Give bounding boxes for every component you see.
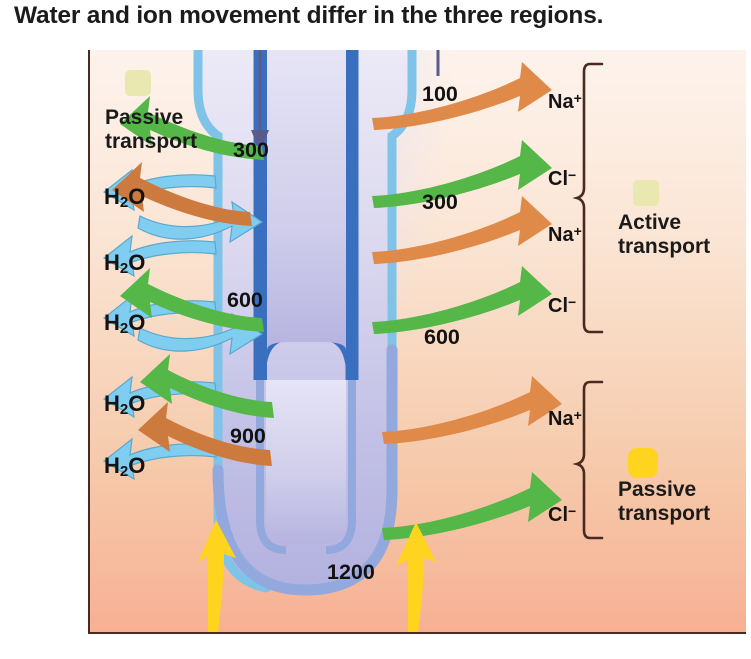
active-transport-chip — [633, 180, 659, 206]
asc-right-edge — [346, 50, 352, 380]
legend-passive-left-line2: transport — [105, 129, 198, 153]
water-arrow-icon — [102, 234, 217, 278]
osmolarity-ascending-300: 300 — [422, 190, 458, 214]
passive-transport-chip-right — [628, 448, 658, 478]
chloride-arrow-icon — [372, 266, 552, 334]
ion-label-sodium: Na+ — [548, 407, 582, 430]
brace-icon — [572, 62, 604, 334]
legend-passive-right-line2: transport — [618, 501, 711, 525]
up-arrow-icon — [436, 50, 440, 76]
brace-group — [572, 62, 604, 540]
osmolarity-ascending-600: 600 — [424, 325, 460, 349]
osmolarity-loop-bottom-1200: 1200 — [327, 560, 375, 584]
ion-label-chloride: Cl− — [548, 167, 577, 190]
chloride-arrow-icon — [382, 472, 562, 540]
sodium-arrow-icon — [382, 376, 562, 444]
urea-arrow-icon — [198, 520, 236, 632]
ascending-lumen — [267, 50, 346, 350]
diagram-frame: Passive transport Active transport Passi… — [88, 50, 746, 634]
chloride-arrow-icon — [120, 268, 264, 332]
thin-ascending-inner-left — [256, 380, 287, 554]
legend-passive-left: Passive transport — [105, 106, 197, 153]
ion-label-chloride: Cl− — [548, 294, 577, 317]
water-label: H2O — [104, 250, 146, 277]
urea-arrow-group — [198, 520, 436, 632]
water-label: H2O — [104, 391, 146, 418]
osmolarity-ascending-100: 100 — [422, 82, 458, 106]
down-arrow-icon — [251, 50, 269, 152]
legend-passive-left-line1: Passive — [105, 106, 184, 129]
ion-label-chloride: Cl− — [548, 503, 577, 526]
ion-label-sodium: Na+ — [548, 90, 582, 113]
water-label: H2O — [104, 453, 146, 480]
osmolarity-descending-300: 300 — [233, 138, 269, 162]
chloride-arrow-icon — [140, 354, 274, 418]
chloride-arrow-icon — [372, 140, 552, 208]
thin-ascending-inner-right — [325, 380, 356, 554]
page-title: Water and ion movement differ in the thr… — [14, 2, 604, 29]
legend-active-right: Active transport — [618, 211, 710, 258]
sodium-arrow-icon — [372, 196, 552, 264]
thin-ascending-lumen — [266, 380, 346, 544]
urea-arrow-icon — [396, 522, 436, 632]
legend-active-line1: Active — [618, 211, 682, 234]
legend-passive-right: Passive transport — [618, 478, 710, 525]
legend-passive-right-line1: Passive — [618, 478, 697, 501]
sodium-arrow-icon — [138, 402, 272, 466]
flow-arrows — [251, 50, 440, 152]
brace-icon — [572, 380, 604, 540]
chloride-arrow-icon — [120, 96, 264, 160]
sodium-arrow-icon — [372, 62, 552, 130]
ion-label-sodium: Na+ — [548, 223, 582, 246]
osmolarity-descending-900: 900 — [230, 424, 266, 448]
water-arrow-icon — [102, 437, 217, 481]
water-label: H2O — [104, 184, 146, 211]
water-label: H2O — [104, 310, 146, 337]
legend-active-line2: transport — [618, 234, 711, 258]
ion-arrow-group — [112, 62, 562, 540]
sodium-arrow-icon — [112, 162, 252, 226]
passive-transport-chip-left — [125, 70, 151, 96]
osmolarity-descending-600: 600 — [227, 288, 263, 312]
